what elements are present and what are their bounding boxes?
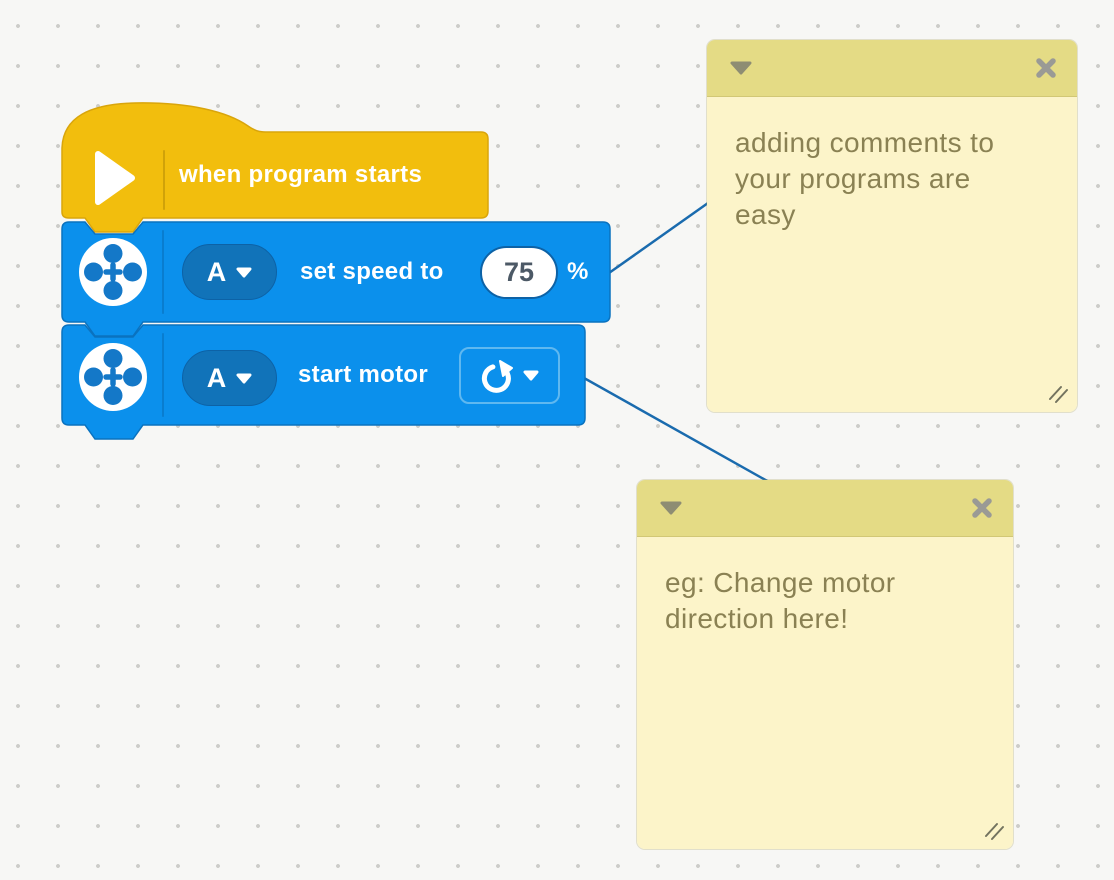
block-divider: [163, 150, 165, 210]
block-when-program-starts[interactable]: when program starts: [61, 102, 489, 233]
block-label: set speed to: [300, 258, 444, 285]
port-dropdown-value: A: [206, 256, 227, 287]
comment-text[interactable]: adding comments to your programs are eas…: [735, 127, 995, 230]
port-dropdown[interactable]: A: [182, 244, 277, 300]
block-start-motor[interactable]: A start motor: [61, 324, 586, 440]
comment-text[interactable]: eg: Change motor direction here!: [665, 567, 896, 634]
block-divider: [162, 230, 164, 314]
hat-block-label: when program starts: [179, 161, 423, 188]
motor-icon: [78, 237, 148, 307]
motor-icon: [78, 342, 148, 412]
hat-block-shape: [61, 102, 489, 233]
close-icon[interactable]: [971, 497, 993, 519]
direction-dropdown[interactable]: [459, 347, 560, 404]
resize-handle-icon[interactable]: [983, 821, 1005, 841]
port-dropdown-value: A: [206, 362, 227, 393]
play-icon: [95, 151, 137, 205]
comment-note[interactable]: eg: Change motor direction here!: [637, 480, 1013, 849]
speed-value: 75: [503, 257, 535, 287]
close-icon[interactable]: [1035, 57, 1057, 79]
stack-block-shape: [61, 324, 586, 440]
block-divider: [162, 333, 164, 417]
block-label: start motor: [298, 361, 428, 388]
comment-connector-line: [608, 201, 709, 275]
comment-note[interactable]: adding comments to your programs are eas…: [707, 40, 1077, 412]
comment-body[interactable]: eg: Change motor direction here!: [637, 537, 1013, 849]
comment-body[interactable]: adding comments to your programs are eas…: [707, 97, 1077, 412]
comment-header[interactable]: [707, 40, 1077, 97]
chevron-down-icon: [236, 267, 252, 277]
chevron-down-icon: [523, 370, 539, 381]
collapse-triangle-icon[interactable]: [659, 500, 683, 516]
chevron-down-icon: [236, 373, 252, 383]
collapse-triangle-icon[interactable]: [729, 60, 753, 76]
clockwise-icon: [481, 359, 513, 393]
port-dropdown[interactable]: A: [182, 350, 277, 406]
comment-header[interactable]: [637, 480, 1013, 537]
resize-handle-icon[interactable]: [1047, 384, 1069, 404]
block-set-speed[interactable]: A set speed to 75 %: [61, 221, 611, 337]
percent-label: %: [567, 258, 589, 285]
speed-value-input[interactable]: 75: [480, 246, 558, 299]
